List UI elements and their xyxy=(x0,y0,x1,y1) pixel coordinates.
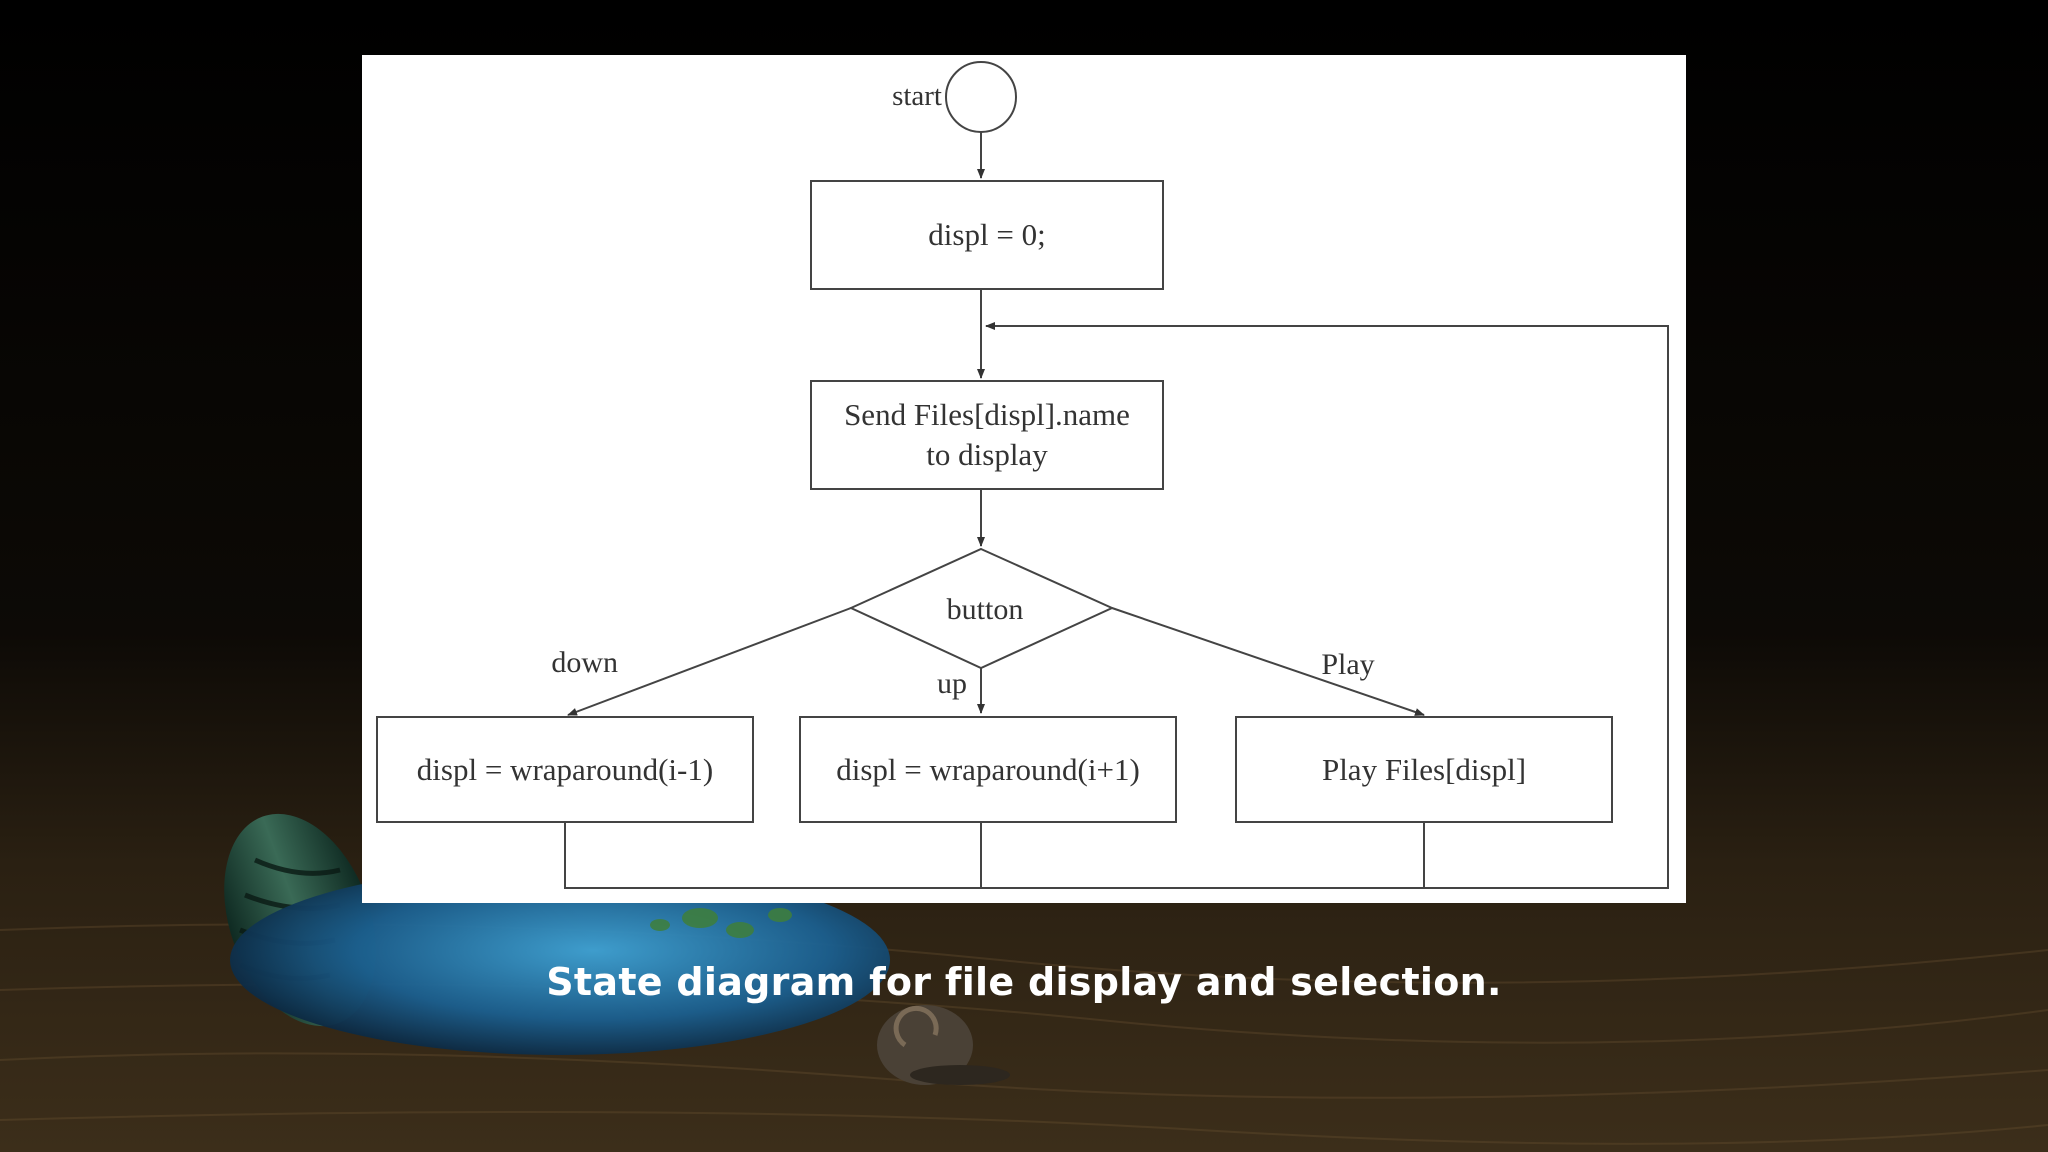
diagram-panel: start displ = 0; Send Files[displ].name … xyxy=(362,55,1686,903)
start-label: start xyxy=(892,80,942,112)
send-box-label-line1: Send Files[displ].name xyxy=(844,397,1130,432)
play-box-label: Play Files[displ] xyxy=(1322,752,1526,787)
edge-down-label: down xyxy=(551,646,618,679)
decision-label: button xyxy=(947,593,1024,626)
init-box xyxy=(810,180,1164,290)
edge-up-label: up xyxy=(937,667,967,700)
up-box xyxy=(799,716,1177,823)
state-diagram: start displ = 0; Send Files[displ].name … xyxy=(376,61,1669,889)
send-box-label-line2: to display xyxy=(926,437,1048,472)
up-box-label: displ = wraparound(i+1) xyxy=(836,752,1140,787)
init-box-label: displ = 0; xyxy=(928,217,1045,252)
edge-play-label: Play xyxy=(1321,648,1374,681)
send-box xyxy=(810,380,1164,490)
start-node xyxy=(945,61,1017,133)
slide-caption: State diagram for file display and selec… xyxy=(546,960,1502,1004)
snail xyxy=(877,1005,1010,1085)
return-loop xyxy=(564,322,1669,889)
down-box-label: displ = wraparound(i-1) xyxy=(417,752,713,787)
bulb-glass xyxy=(230,865,890,1055)
